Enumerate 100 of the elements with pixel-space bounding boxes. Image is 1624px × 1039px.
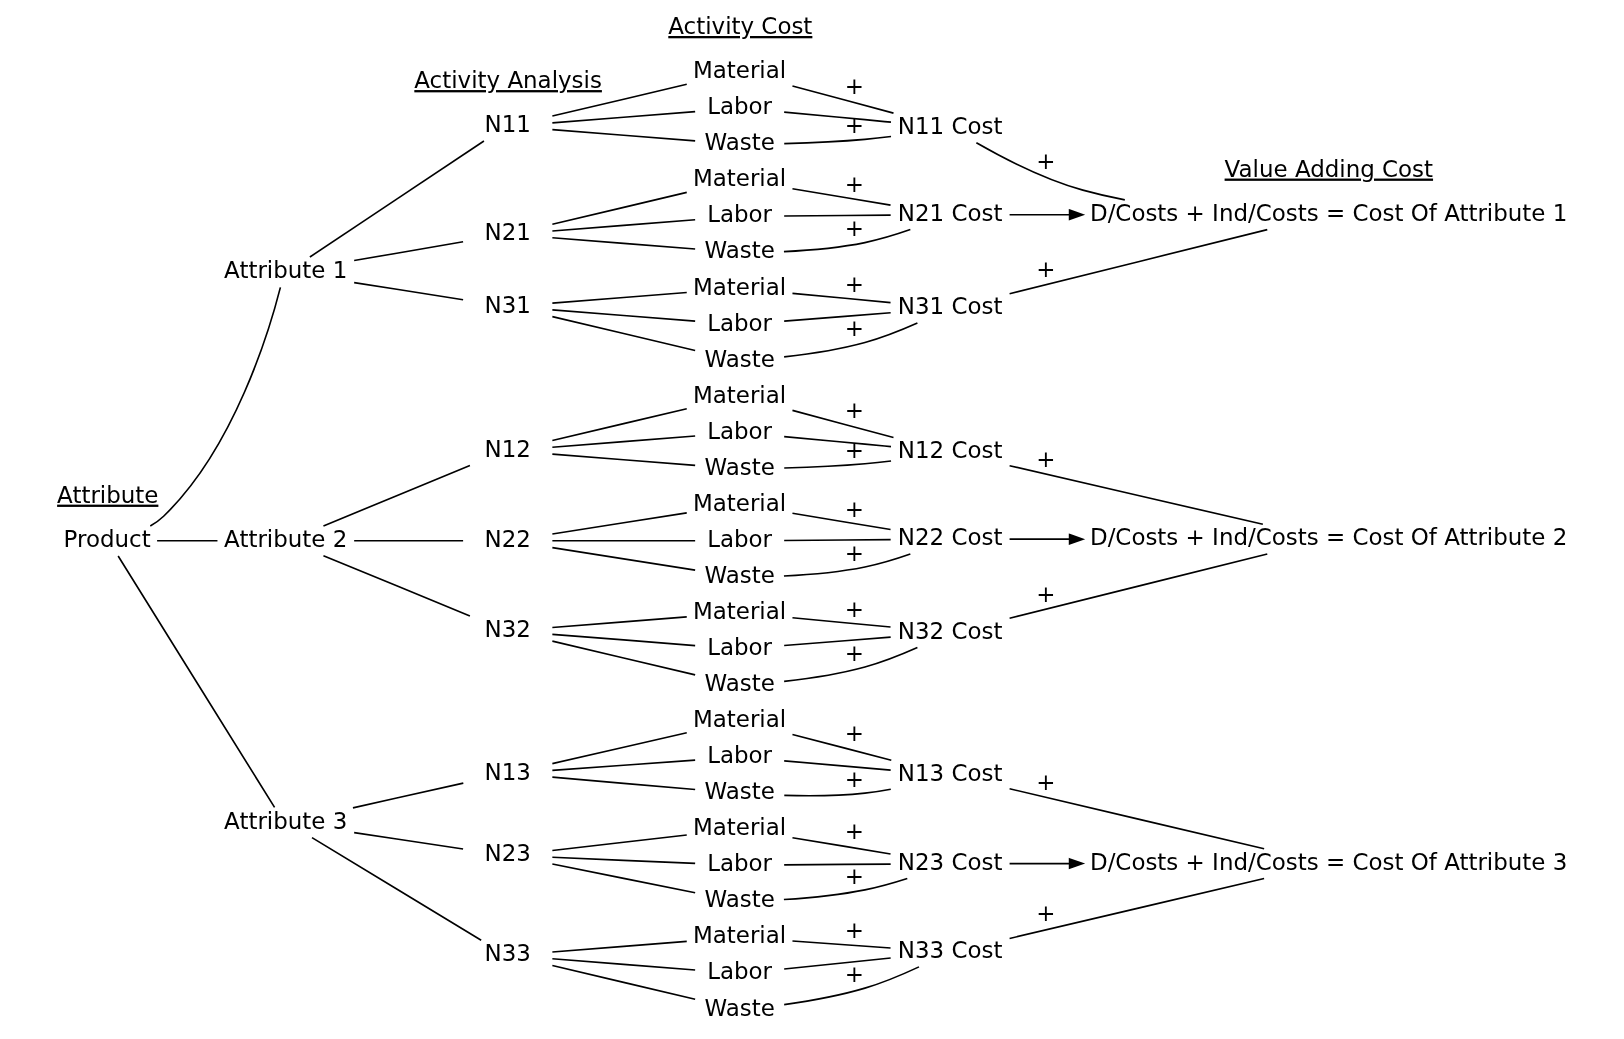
node-text: N23 Cost — [897, 848, 1002, 875]
connector — [551, 633, 696, 647]
node-text: N22 Cost — [897, 524, 1002, 551]
node-text: N33 — [484, 940, 531, 967]
node-text: Labor — [706, 958, 772, 985]
connector — [791, 512, 891, 531]
connector — [791, 616, 891, 628]
node-text: Attribute 1 — [223, 257, 347, 284]
node-text: D/Costs + Ind/Costs = Cost Of Attribute 3 — [1089, 848, 1567, 875]
edge-label: + — [844, 595, 864, 622]
label: Activity Analysis — [413, 67, 602, 94]
node-text: N11 — [484, 111, 531, 138]
arrow — [1008, 857, 1085, 870]
node-text: Labor — [706, 850, 772, 877]
node-text: N21 — [484, 219, 531, 246]
node-text: N13 — [484, 758, 531, 785]
connector — [551, 759, 696, 772]
node-text: Waste — [703, 129, 775, 156]
connector — [551, 539, 696, 542]
connector — [791, 733, 892, 761]
connector — [791, 836, 891, 855]
connector — [551, 834, 688, 852]
connector — [782, 435, 892, 448]
connector — [551, 512, 688, 535]
connector — [551, 128, 696, 142]
connector — [782, 788, 892, 797]
connector — [782, 553, 911, 577]
node-text: Waste — [703, 237, 775, 264]
edge-label: + — [1035, 148, 1056, 175]
connector — [791, 940, 891, 949]
edge-label: + — [844, 315, 864, 342]
node-text: Material — [692, 706, 786, 733]
edge-label: + — [1035, 580, 1056, 607]
node-text: D/Costs + Ind/Costs = Cost Of Attribute 1 — [1089, 199, 1567, 226]
node-text: Labor — [706, 525, 772, 552]
edge-label: + — [1035, 256, 1056, 283]
node-text: Labor — [706, 93, 772, 120]
connector — [1008, 877, 1265, 940]
connector — [782, 322, 918, 358]
edge-label: + — [844, 639, 864, 666]
node-text: N31 Cost — [897, 293, 1002, 320]
connector — [782, 135, 892, 145]
connector — [551, 191, 688, 226]
node-text: Labor — [706, 634, 772, 661]
connector — [155, 539, 218, 542]
connector — [551, 218, 696, 232]
node-text: Product — [63, 525, 151, 552]
label: Attribute — [56, 481, 158, 508]
node-text: N32 — [484, 615, 531, 642]
node-text: Labor — [706, 201, 772, 228]
connector — [791, 292, 891, 304]
edge-label: + — [844, 916, 864, 943]
edge-label: + — [844, 215, 864, 242]
connector — [551, 83, 688, 117]
edge-label: + — [844, 112, 864, 139]
connector — [1008, 787, 1265, 850]
connector — [782, 214, 891, 217]
connector — [782, 877, 908, 901]
node-text: Material — [692, 489, 786, 516]
node-text: Waste — [703, 886, 775, 913]
edge-label: + — [844, 397, 864, 424]
node-text: N31 — [484, 291, 531, 318]
node-text: Waste — [703, 345, 775, 372]
edge-label: + — [844, 72, 864, 99]
connector — [1008, 228, 1268, 295]
connector — [551, 957, 696, 971]
connector — [352, 831, 464, 850]
label: Value Adding Cost — [1224, 155, 1433, 182]
node-text: Waste — [703, 994, 775, 1021]
connector — [782, 538, 891, 542]
node-text: Waste — [703, 670, 775, 697]
connector — [551, 964, 696, 1001]
node-text: Material — [692, 165, 786, 192]
connector — [308, 140, 485, 258]
connector — [551, 863, 696, 894]
arrow — [1008, 533, 1085, 545]
edge-label: + — [844, 171, 864, 198]
connector — [551, 291, 688, 304]
node-text: D/Costs + Ind/Costs = Cost Of Attribute 2 — [1089, 524, 1567, 551]
node-text: Labor — [706, 417, 772, 444]
connector — [551, 236, 696, 250]
connector — [782, 957, 891, 970]
connector — [551, 940, 688, 953]
connector — [351, 782, 464, 809]
node-text: N13 Cost — [897, 760, 1002, 787]
node-text: Waste — [703, 561, 775, 588]
node-text: N22 — [484, 525, 531, 552]
connector — [551, 640, 696, 676]
connector — [551, 435, 696, 449]
node-text: Material — [692, 814, 786, 841]
edge-label: + — [844, 818, 864, 845]
connector — [975, 141, 1126, 201]
node-text: N12 — [484, 435, 531, 462]
node-text: Material — [692, 57, 786, 84]
node-text: N12 Cost — [897, 437, 1002, 464]
connector — [551, 856, 696, 865]
connector — [149, 286, 281, 527]
connector — [352, 240, 464, 262]
connector — [551, 453, 696, 467]
edge-label: + — [844, 720, 864, 747]
